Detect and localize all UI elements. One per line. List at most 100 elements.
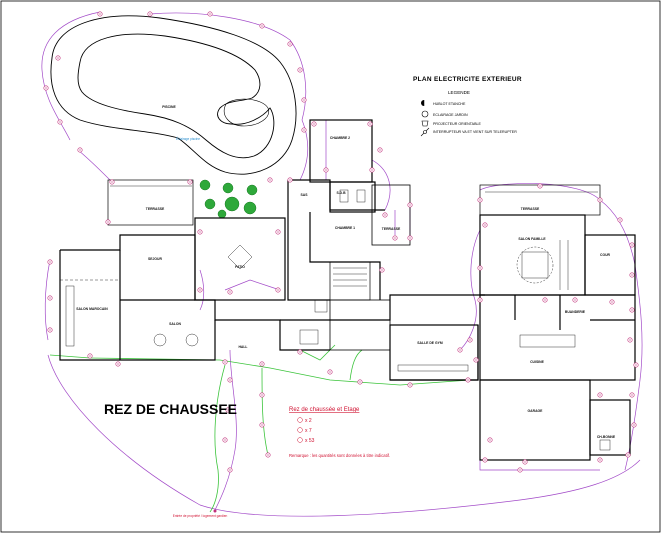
room-label-salon-famille: SALON FAMILLE bbox=[518, 237, 546, 241]
fixture-symbol-dot bbox=[329, 371, 331, 373]
room-label-salle-gym: SALLE DE GYM bbox=[417, 341, 443, 345]
fixture-symbol-dot bbox=[459, 349, 461, 351]
fixture-symbol-dot bbox=[49, 329, 51, 331]
fixture-symbol-dot bbox=[199, 289, 201, 291]
room-label-garage: GARAGE bbox=[528, 409, 544, 413]
fixture-symbol-dot bbox=[409, 384, 411, 386]
fixture-symbol-dot bbox=[359, 381, 361, 383]
fixture-symbol-dot bbox=[379, 149, 381, 151]
fixture-symbol-dot bbox=[369, 123, 371, 125]
fixture-symbol-dot bbox=[544, 299, 546, 301]
room-label-patio: PATIO bbox=[235, 265, 245, 269]
fixture-symbol-dot bbox=[224, 361, 226, 363]
legend-item-eclairage: ECLAIRAGE JARDIN bbox=[433, 113, 468, 117]
fixture-symbol-dot bbox=[299, 351, 301, 353]
fixture-symbol-dot bbox=[484, 224, 486, 226]
fixture-symbol-dot bbox=[303, 129, 305, 131]
fixture-symbol-dot bbox=[261, 363, 263, 365]
fixture-symbol-dot bbox=[479, 267, 481, 269]
fixture-symbol-dot bbox=[484, 459, 486, 461]
fixture-symbol-dot bbox=[149, 13, 151, 15]
fixture-symbol-dot bbox=[619, 219, 621, 221]
legend-item-interrupteur: INTERRUPTEUR VA ET VIENT SUR TELERUPTER bbox=[433, 130, 517, 134]
fixture-symbol-dot bbox=[631, 309, 633, 311]
legend-title: PLAN ELECTRICITE EXTERIEUR bbox=[413, 76, 522, 83]
fixture-symbol-dot bbox=[519, 469, 521, 471]
quantities-block: Rez de chaussée et Etage x 2 x 7 x 53 Re… bbox=[289, 407, 390, 458]
room-label-salon-marocain: SALON MAROCAIN bbox=[76, 307, 108, 311]
fixture-symbol-dot bbox=[599, 199, 601, 201]
building-walls bbox=[59, 119, 636, 461]
room-label-sas: SAS bbox=[301, 193, 309, 197]
fixture-symbol-dot bbox=[489, 439, 491, 441]
fixture-symbol-dot bbox=[261, 25, 263, 27]
fixture-symbol-dot bbox=[599, 394, 601, 396]
fixture-symbol-dot bbox=[289, 43, 291, 45]
fixture-symbol-dot bbox=[229, 469, 231, 471]
fixture-symbol-dot bbox=[539, 185, 541, 187]
fixture-symbol-dot bbox=[117, 363, 119, 365]
fixture-symbol-dot bbox=[303, 99, 305, 101]
fixture-symbol-dot bbox=[189, 181, 191, 183]
fixture-symbol-dot bbox=[45, 87, 47, 89]
fixture-symbol-dot bbox=[209, 13, 211, 15]
entry-marker bbox=[213, 509, 217, 513]
fixture-symbol-dot bbox=[631, 274, 633, 276]
room-label-ch-bonne: CH-BONNE bbox=[597, 435, 616, 439]
fixture-symbol-dot bbox=[79, 149, 81, 151]
qty-icon-2 bbox=[297, 427, 303, 433]
quantities-remark: Remarque : les quantités sont données à … bbox=[289, 453, 390, 458]
fixture-symbol-dot bbox=[479, 299, 481, 301]
room-label-buanderie: BUANDERIE bbox=[565, 310, 586, 314]
fixture-symbol-dot bbox=[111, 181, 113, 183]
fixture-symbol-dot bbox=[524, 461, 526, 463]
fixture-symbol-dot bbox=[611, 301, 613, 303]
room-label-cuisine: CUISINE bbox=[530, 360, 544, 364]
fixture-symbol-dot bbox=[227, 409, 229, 411]
room-label-piscine: PISCINE bbox=[162, 105, 176, 109]
fixture-symbol-dot bbox=[269, 179, 271, 181]
fixture-symbol-dot bbox=[49, 261, 51, 263]
fixture-symbol-dot bbox=[261, 424, 263, 426]
garden-trees bbox=[199, 179, 258, 219]
fixture-symbol-dot bbox=[627, 454, 629, 456]
hublot-icon bbox=[421, 100, 425, 106]
fixture-symbol-dot bbox=[394, 237, 396, 239]
interrupteur-icon bbox=[420, 127, 430, 137]
room-label-cour: COUR bbox=[600, 253, 611, 257]
room-label-chambre2: CHAMBRE 2 bbox=[330, 136, 350, 140]
eclairage-jardin-icon bbox=[421, 110, 429, 118]
fixture-symbol-dot bbox=[633, 424, 635, 426]
fixture-symbol-dot bbox=[229, 379, 231, 381]
room-label-sejour: SEJOUR bbox=[148, 257, 162, 261]
room-label-chambre1: CHAMBRE 1 bbox=[335, 226, 355, 230]
fixture-symbol-dot bbox=[469, 339, 471, 341]
fixture-symbol-dot bbox=[384, 214, 386, 216]
fixture-symbol-dot bbox=[229, 291, 231, 293]
qty-item-3: x 53 bbox=[305, 438, 315, 444]
qty-icon-3 bbox=[297, 437, 303, 443]
fixture-symbol-dot bbox=[49, 297, 51, 299]
fixture-symbol-dot bbox=[635, 364, 637, 366]
fixture-symbol-dot bbox=[631, 244, 633, 246]
room-label-terrasse-droite: TERRASSE bbox=[521, 207, 540, 211]
fixture-symbol-dot bbox=[99, 13, 101, 15]
plan-title: REZ DE CHAUSSEE bbox=[104, 401, 237, 417]
fixture-symbol-dot bbox=[267, 454, 269, 456]
fixture-symbol-dot bbox=[89, 355, 91, 357]
legend-subtitle: LEGENDE bbox=[448, 90, 470, 95]
quantities-title: Rez de chaussée et Etage bbox=[289, 407, 360, 413]
fixture-symbol-dot bbox=[409, 204, 411, 206]
qty-item-2: x 7 bbox=[305, 428, 312, 434]
fixture-symbol-dot bbox=[299, 69, 301, 71]
qty-item-1: x 2 bbox=[305, 418, 312, 424]
fixture-symbol-dot bbox=[479, 199, 481, 201]
fixture-symbol-dot bbox=[261, 394, 263, 396]
room-label-hall: HALL bbox=[238, 345, 247, 349]
fixture-symbol-dot bbox=[325, 169, 327, 171]
room-label-sdb: S.D.B bbox=[336, 191, 346, 195]
legend-item-projecteur: PROJECTEUR ORIENTABLE bbox=[433, 122, 481, 126]
fixture-symbol-dot bbox=[107, 221, 109, 223]
projecteur-icon bbox=[421, 120, 429, 127]
